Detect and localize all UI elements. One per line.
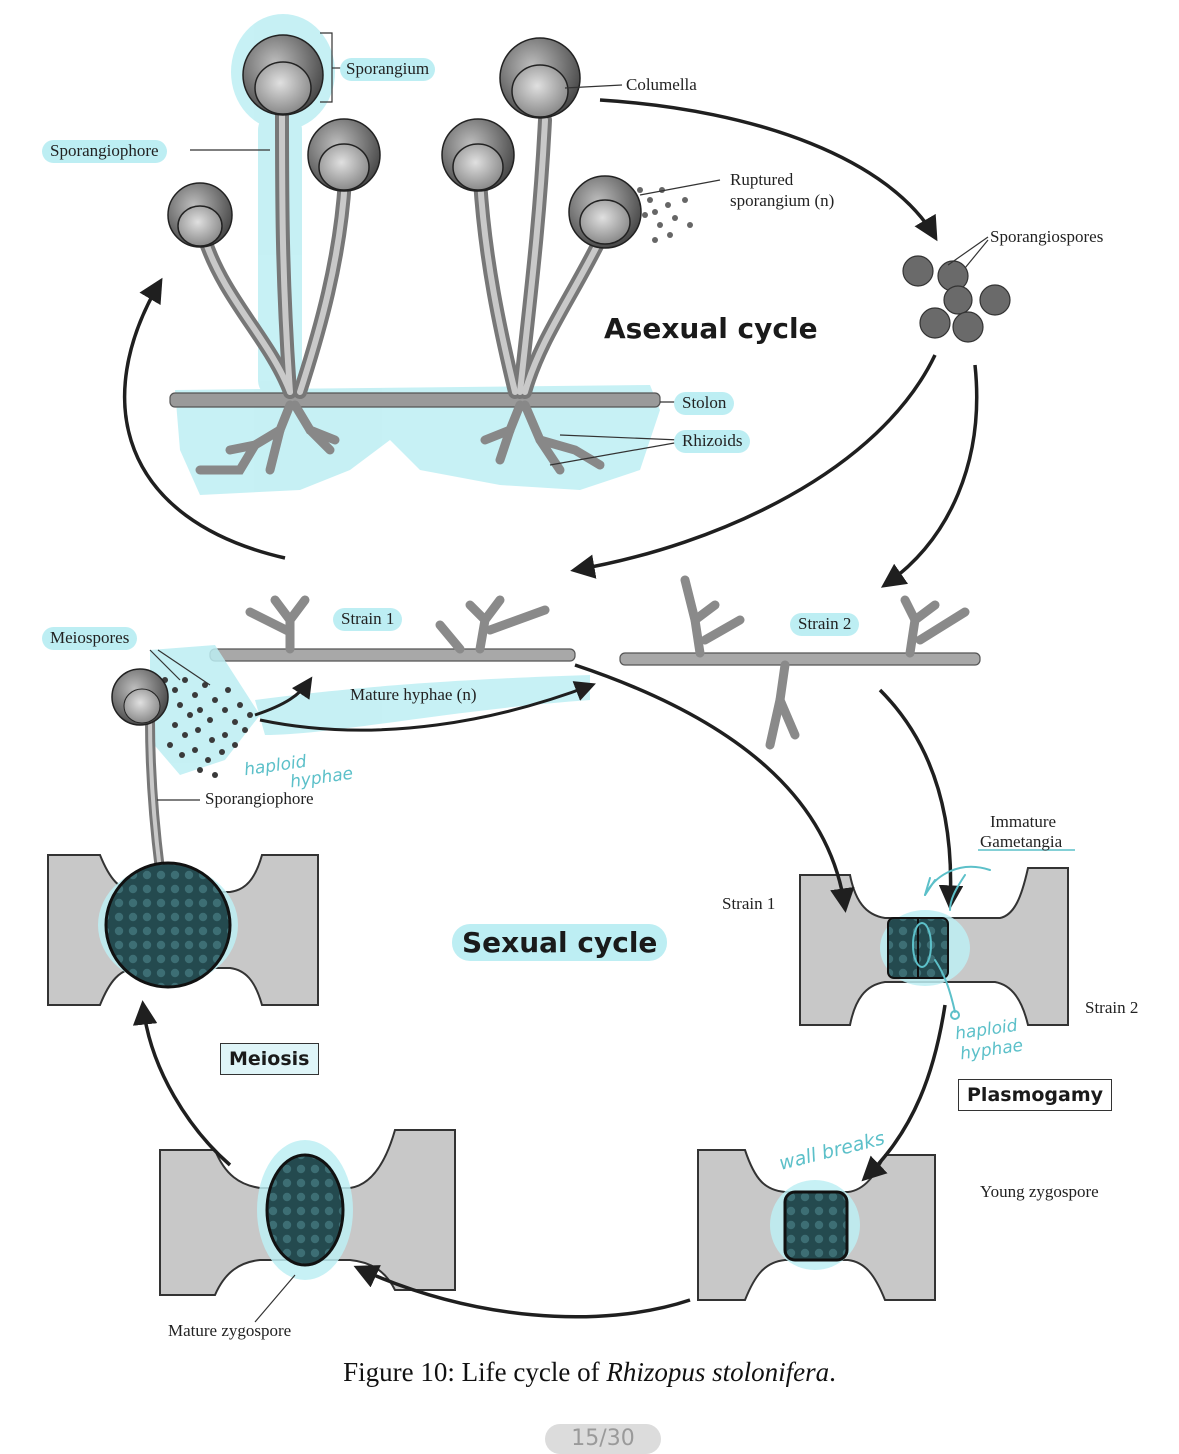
- arrow-strain2-to-gametangia: [878, 688, 964, 910]
- meiospore-highlight: [150, 645, 590, 775]
- young-zygospore: [697, 1149, 936, 1301]
- caption-species: Rhizopus stolonifera: [606, 1357, 830, 1387]
- arrow-meiosis: [132, 1000, 232, 1167]
- arrow-spores-to-strain2: [880, 364, 979, 588]
- label-mature-hyphae: Mature hyphae (n): [350, 685, 477, 704]
- label-immature-1: Immature: [990, 812, 1057, 831]
- label-young-zygospore: Young zygospore: [980, 1182, 1099, 1201]
- label-sporangiospores: Sporangiospores: [990, 227, 1104, 246]
- label-immature-2: Gametangia: [980, 832, 1063, 851]
- arrow-strain1-to-gametangia: [574, 663, 855, 913]
- label-columella: Columella: [626, 75, 697, 94]
- strain-1-hyphae: [209, 595, 576, 662]
- sporangium-heads-right: [441, 37, 642, 249]
- strain-2-hyphae: [619, 575, 981, 750]
- title-sexual-cycle: Sexual cycle: [452, 924, 668, 961]
- rhizoids: [195, 400, 605, 475]
- page-indicator: 15/30: [545, 1424, 661, 1454]
- label-stolon: Stolon: [674, 392, 735, 415]
- sporangium-heads-left: [167, 34, 381, 248]
- label-ruptured-2: sporangium (n): [730, 191, 835, 210]
- handwritten-marks: [912, 865, 991, 1020]
- meiospores: [157, 677, 253, 778]
- mature-zygospore: [159, 1129, 456, 1296]
- sporangiospores: [902, 255, 1011, 343]
- arrow-young-to-mature: [353, 1265, 691, 1319]
- stolon: [169, 392, 661, 408]
- title-asexual-cycle: Asexual cycle: [604, 312, 818, 345]
- label-rhizoids: Rhizoids: [674, 430, 751, 453]
- box-plasmogamy: Plasmogamy: [958, 1079, 1113, 1111]
- arrow-to-sporangiospores: [599, 98, 938, 242]
- arrow-meiospores-to-strain1: [254, 676, 313, 717]
- arrow-plasmogamy: [861, 1004, 947, 1182]
- label-sporangium: Sporangium: [340, 58, 436, 81]
- label-sporangiophore-top: Sporangiophore: [42, 140, 167, 163]
- zygosporangium-stalk: [111, 668, 169, 875]
- label-strain1-top: Strain 1: [333, 608, 403, 631]
- label-meiospores: Meiospores: [42, 627, 138, 650]
- figure-caption: Figure 10: Life cycle of Rhizopus stolon…: [0, 1357, 1179, 1388]
- gametangia: [799, 867, 1069, 1026]
- cycle-arrows: [122, 98, 979, 1319]
- arrow-spores-to-strain1: [570, 354, 937, 579]
- released-spores: [637, 187, 693, 243]
- caption-suffix: .: [829, 1357, 836, 1387]
- caption-prefix: Figure 10: Life cycle of: [343, 1357, 607, 1387]
- arrow-strain1-to-asexual: [122, 277, 286, 560]
- label-strain1-right: Strain 1: [722, 894, 776, 913]
- label-mature-zygospore: Mature zygospore: [168, 1321, 292, 1340]
- label-strain2-top: Strain 2: [790, 613, 860, 636]
- leader-lines: [149, 32, 1075, 1323]
- box-meiosis: Meiosis: [220, 1043, 319, 1075]
- germinating-zygospore: [47, 854, 319, 1006]
- arrow-meiospores-to-strain1-right: [259, 681, 596, 732]
- label-ruptured-1: Ruptured: [730, 170, 794, 189]
- label-strain2-right: Strain 2: [1085, 998, 1139, 1017]
- label-sporangiophore-bottom: Sporangiophore: [205, 789, 314, 808]
